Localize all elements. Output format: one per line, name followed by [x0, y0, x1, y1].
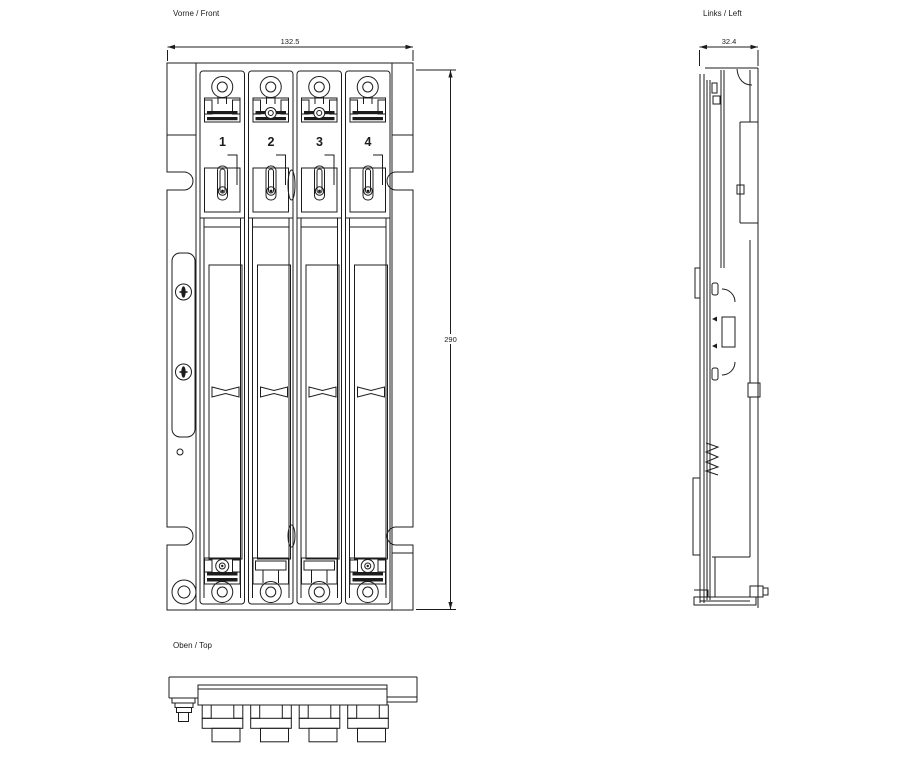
terminal-connector-1 [201, 704, 244, 743]
left-depth-dimension-label: 32.4 [722, 37, 737, 46]
spring-icon [704, 442, 720, 476]
front-width-dimension: 132.5 [167, 37, 414, 61]
slot-cutout [287, 169, 296, 201]
front-view: Vorne / Front 132.5 290 [166, 9, 460, 611]
fuse-module-2 [248, 70, 294, 605]
fuse-module-3 [296, 70, 342, 605]
pilot-hole [176, 448, 184, 456]
screw-icon [175, 363, 192, 381]
left-view-profile [692, 67, 769, 608]
front-height-dimension-label: 290 [444, 335, 457, 344]
module-2-number: 2 [268, 135, 275, 149]
front-width-dimension-label: 132.5 [281, 37, 300, 46]
front-view-label: Vorne / Front [173, 9, 220, 18]
terminal-connector-4 [347, 704, 389, 743]
front-height-dimension: 290 [416, 69, 460, 610]
slot-cutout [287, 524, 296, 548]
fuse-module-1 [199, 70, 245, 605]
top-view: Oben / Top [168, 641, 418, 743]
module-3-number: 3 [316, 135, 323, 149]
left-view: Links / Left 32.4 [692, 9, 769, 608]
left-depth-dimension: 32.4 [699, 37, 759, 66]
left-view-label: Links / Left [703, 9, 742, 18]
side-terminal [171, 697, 196, 722]
module-1-number: 1 [219, 135, 226, 149]
module-4-number: 4 [365, 135, 372, 149]
front-base-plate [166, 62, 414, 611]
terminal-connector-2 [250, 704, 292, 743]
fuse-module-4 [345, 70, 391, 605]
din-rail-release-panel [171, 252, 196, 438]
mounting-hole [171, 579, 197, 605]
top-view-outline [168, 676, 418, 743]
top-view-label: Oben / Top [173, 641, 213, 650]
terminal-connector-3 [298, 704, 341, 743]
din-rail-clip [711, 282, 736, 381]
screw-icon [175, 283, 192, 301]
